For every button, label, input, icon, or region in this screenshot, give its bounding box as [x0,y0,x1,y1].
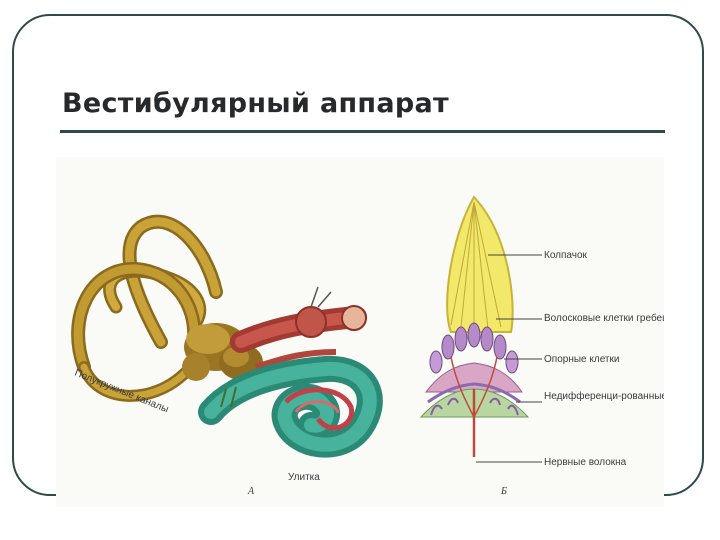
slide-title: Вестибулярный аппарат [62,88,449,119]
title-underline [60,130,665,133]
cochlea [198,355,383,458]
hair-cells-label: Волосковые клетки гребешка [544,312,664,324]
vestibular-figure: Полукружные каналы Улитка А [56,157,664,507]
hair-cells [429,322,519,374]
undifferentiated-cells-label: Недифференци-рованные эпителиальные клет… [544,390,664,402]
nerve-fibers-label: Нервные волокна [544,457,627,468]
vestibular-nerve [230,286,367,370]
cupula [446,195,514,333]
cupula-label: Колпачок [544,250,588,261]
supporting-cells-label: Опорные клетки [544,354,619,365]
semicircular-canals [71,214,223,402]
leader-lines [476,254,542,463]
vestibular-illustration: Полукружные каналы Улитка А [71,195,664,497]
cochlea-label: Улитка [288,472,320,483]
panel-a-letter: А [247,486,255,497]
nerve-fibers [450,356,498,457]
panel-b-letter: Б [500,486,507,497]
vestibule [182,323,263,381]
supporting-cells [424,362,523,404]
cochlear-stalks [220,386,237,408]
